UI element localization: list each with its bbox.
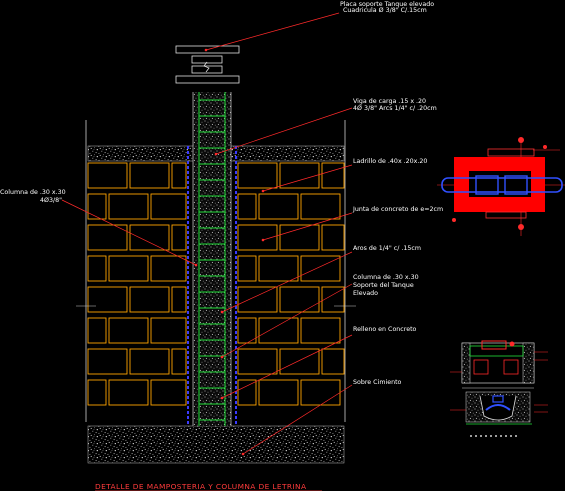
brick bbox=[237, 286, 278, 313]
label-viga-1: Viga de carga .15 x .20 bbox=[353, 98, 426, 105]
leader-lines bbox=[61, 12, 353, 455]
label-junta: Junta de concreto de e=2cm bbox=[352, 206, 443, 213]
tank-support-plate bbox=[175, 45, 240, 84]
label-ladrillo: Ladrillo de .40x .20x.20 bbox=[353, 158, 427, 165]
brick bbox=[300, 379, 341, 406]
brick bbox=[258, 317, 299, 344]
brick bbox=[300, 255, 341, 282]
brick bbox=[108, 317, 149, 344]
leader-dots bbox=[194, 48, 265, 456]
brick bbox=[87, 317, 107, 344]
latrine-section-detail bbox=[450, 340, 548, 437]
brick bbox=[300, 193, 341, 220]
label-viga-2: 4Ø 3/8" Arcs 1/4" c/ .20cm bbox=[353, 104, 437, 112]
central-column bbox=[187, 92, 237, 426]
brick bbox=[171, 162, 187, 189]
brick bbox=[87, 224, 128, 251]
label-placa-2: Cuadricula Ø 3/8" C/.15cm bbox=[343, 6, 427, 14]
brick-wall bbox=[87, 162, 345, 406]
brick bbox=[150, 317, 187, 344]
label-placa-1: Placa soporte Tanque elevado bbox=[340, 1, 434, 8]
brick bbox=[279, 286, 320, 313]
brick bbox=[171, 286, 187, 313]
brick bbox=[108, 193, 149, 220]
brick bbox=[87, 162, 128, 189]
brick bbox=[129, 286, 170, 313]
brick bbox=[87, 193, 107, 220]
brick bbox=[237, 193, 257, 220]
brick bbox=[300, 317, 341, 344]
brick bbox=[258, 255, 299, 282]
brick bbox=[237, 162, 278, 189]
brick bbox=[171, 348, 187, 375]
brick bbox=[150, 255, 187, 282]
label-columna-izq-2: 4Ø3/8" bbox=[40, 196, 62, 204]
label-columna-izq-1: Columna de .30 x.30 bbox=[0, 189, 66, 196]
brick bbox=[150, 379, 187, 406]
brick bbox=[108, 379, 149, 406]
brick bbox=[129, 348, 170, 375]
brick bbox=[237, 348, 278, 375]
brick bbox=[258, 193, 299, 220]
brick bbox=[321, 162, 345, 189]
label-columna-der-2: Soporte del Tanque bbox=[353, 282, 414, 289]
drawing-title: DETALLE DE MAMPOSTERIA Y COLUMNA DE LETR… bbox=[95, 482, 306, 491]
sobrecimiento-foundation bbox=[87, 425, 345, 464]
column-section-detail bbox=[437, 137, 565, 236]
label-columna-der-1: Columna de .30 x.30 bbox=[353, 274, 419, 281]
brick bbox=[171, 224, 187, 251]
brick bbox=[279, 348, 320, 375]
brick bbox=[321, 348, 345, 375]
brick bbox=[321, 224, 345, 251]
brick bbox=[237, 379, 257, 406]
label-sobrecimiento: Sobre Cimiento bbox=[353, 379, 402, 386]
brick bbox=[237, 224, 278, 251]
brick bbox=[108, 255, 149, 282]
brick bbox=[321, 286, 345, 313]
brick bbox=[129, 162, 170, 189]
stirrups bbox=[199, 99, 225, 421]
brick bbox=[150, 193, 187, 220]
brick bbox=[279, 162, 320, 189]
label-columna-der-3: Elevado bbox=[353, 290, 378, 297]
brick bbox=[129, 224, 170, 251]
brick bbox=[237, 255, 257, 282]
label-relleno: Relleno en Concreto bbox=[353, 326, 417, 333]
brick bbox=[87, 379, 107, 406]
label-aros: Aros de 1/4" c/ .15cm bbox=[353, 245, 421, 252]
brick bbox=[87, 286, 128, 313]
brick bbox=[258, 379, 299, 406]
brick bbox=[87, 348, 128, 375]
brick bbox=[87, 255, 107, 282]
brick bbox=[279, 224, 320, 251]
